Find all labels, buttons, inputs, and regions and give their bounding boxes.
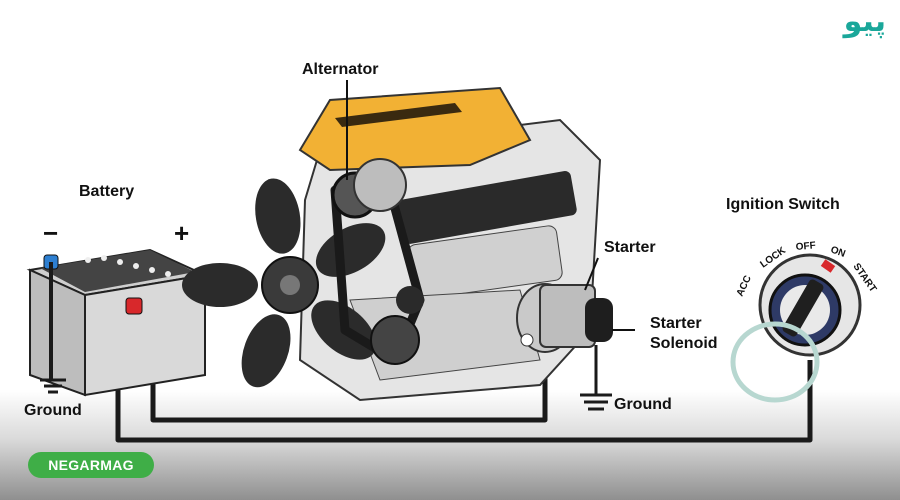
ground-symbol-right: [580, 345, 612, 411]
brand-logo[interactable]: پیو: [843, 4, 886, 39]
starter-solenoid-line2: Solenoid: [650, 335, 718, 352]
ignition-position-off: OFF: [795, 240, 816, 253]
starter-solenoid-icon: [585, 298, 613, 342]
negarmag-badge[interactable]: NEGARMAG: [28, 452, 154, 478]
starter-solenoid-label: Starter Solenoid: [650, 314, 718, 354]
battery-label: Battery: [79, 183, 135, 200]
positive-terminal-icon: [125, 297, 143, 315]
starter-label: Starter: [604, 239, 656, 256]
ignition-switch-label: Ignition Switch: [726, 196, 840, 213]
ground-symbol-left: [40, 378, 66, 394]
negative-sign: −: [43, 218, 59, 248]
starter-solenoid-line1: Starter: [650, 315, 702, 332]
battery: [26, 248, 209, 397]
ignition-position-on: ON: [829, 244, 847, 259]
ground-label-right: Ground: [614, 396, 672, 413]
fan-icon: [182, 178, 386, 388]
ignition-switch: [730, 253, 862, 403]
ground-label-left: Ground: [24, 402, 82, 419]
key-ring-icon: [730, 321, 820, 403]
belt-drive: [330, 158, 425, 365]
ignition-position-acc: ACC: [735, 274, 754, 298]
alternator-label: Alternator: [302, 61, 379, 78]
positive-sign: +: [174, 218, 190, 248]
ignition-key-icon: [782, 279, 824, 337]
starter-motor: [516, 283, 613, 353]
starter-leader-lines: [584, 257, 635, 331]
